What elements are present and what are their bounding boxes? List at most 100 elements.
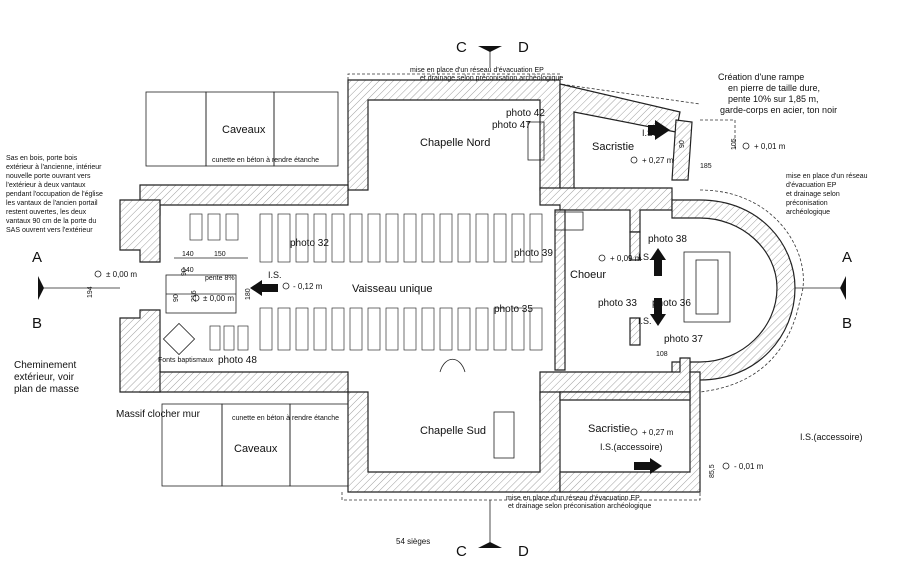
ep-top-line1: mise en place d'un réseau d'évacuation E…: [410, 67, 544, 74]
ep-top-line2: et drainage selon préconisation archéolo…: [420, 75, 563, 82]
pew: [439, 213, 453, 263]
annotations: mise en place d'un réseau d'évacuation E…: [6, 67, 868, 546]
ramp-line3: pente 10% sur 1,85 m,: [728, 94, 819, 104]
pew: [259, 213, 273, 263]
ramp-line1: Création d'une rampe: [718, 72, 804, 82]
pew: [529, 307, 543, 351]
sacristie-north-label: Sacristie: [592, 141, 634, 153]
level-choeur: + 0,09 m: [610, 254, 642, 263]
level-north-sacristie: + 0,27 m: [642, 156, 674, 165]
dim-140b: 140: [182, 267, 194, 274]
dim-140a: 140: [182, 251, 194, 258]
section-ab-left: A B: [32, 249, 120, 332]
fonts-label: Fonts baptismaux: [158, 357, 214, 364]
ep-right-line1: mise en place d'un réseau: [786, 173, 868, 180]
arrows: [250, 120, 670, 474]
pew: [511, 307, 525, 351]
photo-35: photo 35: [494, 304, 533, 315]
section-c-top-label: C: [456, 39, 467, 56]
photo-48: photo 48: [218, 355, 257, 366]
sacristie-south-label: Sacristie: [588, 423, 630, 435]
sas-line8: vantaux 90 cm de la porte du: [6, 218, 96, 225]
level-markers: + 0,27 m + 0,01 m + 0,09 m ± 0,00 m ± 0,…: [94, 142, 786, 471]
pews: [189, 213, 543, 351]
pew: [259, 307, 273, 351]
chapelle-sud-label: Chapelle Sud: [420, 425, 486, 437]
pew: [421, 213, 435, 263]
level-north-ramp: + 0,01 m: [754, 142, 786, 151]
furniture: [162, 121, 731, 459]
cunette-north-label: cunette en béton à rendre étanche: [212, 157, 319, 164]
dim-185: 185: [700, 163, 712, 170]
pew: [475, 307, 489, 351]
dim-180: 180: [245, 288, 252, 300]
sas-line9: SAS ouvrent vers l'extérieur: [6, 227, 93, 234]
pew: [331, 213, 345, 263]
section-b-right-label: B: [842, 315, 852, 332]
photo-37: photo 37: [664, 334, 703, 345]
dim-105: 105: [731, 138, 738, 150]
pew: [475, 213, 489, 263]
photo-33: photo 33: [598, 298, 637, 309]
level-sas: ± 0,00 m: [203, 294, 234, 303]
walls: [119, 79, 796, 493]
section-ab-right: A B: [790, 249, 852, 332]
sas-line1: Sas en bois, porte bois: [6, 155, 78, 162]
pew: [349, 213, 363, 263]
photo-38: photo 38: [648, 234, 687, 245]
pew: [313, 307, 327, 351]
section-d-bottom-label: D: [518, 543, 529, 560]
is-mark-entry: I.S.: [268, 270, 282, 280]
ramp-line2: en pierre de taille dure,: [728, 83, 820, 93]
section-b-left-label: B: [32, 315, 42, 332]
level-south-exit: - 0,01 m: [734, 462, 764, 471]
caveaux-north-label: Caveaux: [222, 124, 266, 136]
ep-bottom-line2: et drainage selon préconisation archéolo…: [508, 503, 651, 510]
pew: [207, 213, 221, 241]
dim-855: 85,5: [709, 464, 716, 478]
chapelle-nord-label: Chapelle Nord: [420, 137, 490, 149]
pew: [511, 213, 525, 263]
pew: [403, 307, 417, 351]
pew: [295, 307, 309, 351]
photo-32: photo 32: [290, 238, 329, 249]
pew: [457, 213, 471, 263]
level-nave: - 0,12 m: [293, 282, 323, 291]
pew: [349, 307, 363, 351]
level-south-sacristie: + 0,27 m: [642, 428, 674, 437]
pew: [385, 213, 399, 263]
pew: [403, 213, 417, 263]
pew: [331, 307, 345, 351]
dim-150: 150: [214, 251, 226, 258]
sas-line7: restent ouvertes, les deux: [6, 209, 87, 216]
pew: [439, 307, 453, 351]
sas-line4: l'extérieur à deux vantaux: [6, 182, 86, 189]
pew: [225, 213, 239, 241]
pew: [313, 213, 327, 263]
chem-line3: plan de masse: [14, 384, 79, 395]
dim-108: 108: [656, 351, 668, 358]
vaisseau-label: Vaisseau unique: [352, 283, 433, 295]
pew: [421, 307, 435, 351]
dim-90c: 90: [679, 140, 686, 148]
pew: [493, 213, 507, 263]
section-cd-top: C D: [456, 39, 529, 68]
pente-label: pente 8%: [205, 275, 235, 282]
caveaux-south-label: Caveaux: [234, 443, 278, 455]
section-cd-bottom: C D: [456, 500, 529, 560]
pew: [209, 325, 221, 351]
photo-36: photo 36: [652, 298, 691, 309]
section-a-right-label: A: [842, 249, 852, 266]
pew: [367, 307, 381, 351]
sas-line3: nouvelle porte ouvrant vers: [6, 173, 91, 180]
ep-bottom-line1: mise en place d'un réseau d'évacuation E…: [506, 495, 640, 502]
photo-47: photo 47: [492, 120, 531, 131]
sas-line6: les vantaux de l'ancien portail: [6, 200, 98, 207]
photo-42: photo 42: [506, 108, 545, 119]
pew: [223, 325, 235, 351]
dim-216: 216: [191, 290, 198, 302]
is-mark-north: I.S.: [642, 128, 656, 138]
chem-line2: extérieur, voir: [14, 372, 75, 383]
chem-line1: Cheminement: [14, 360, 76, 371]
